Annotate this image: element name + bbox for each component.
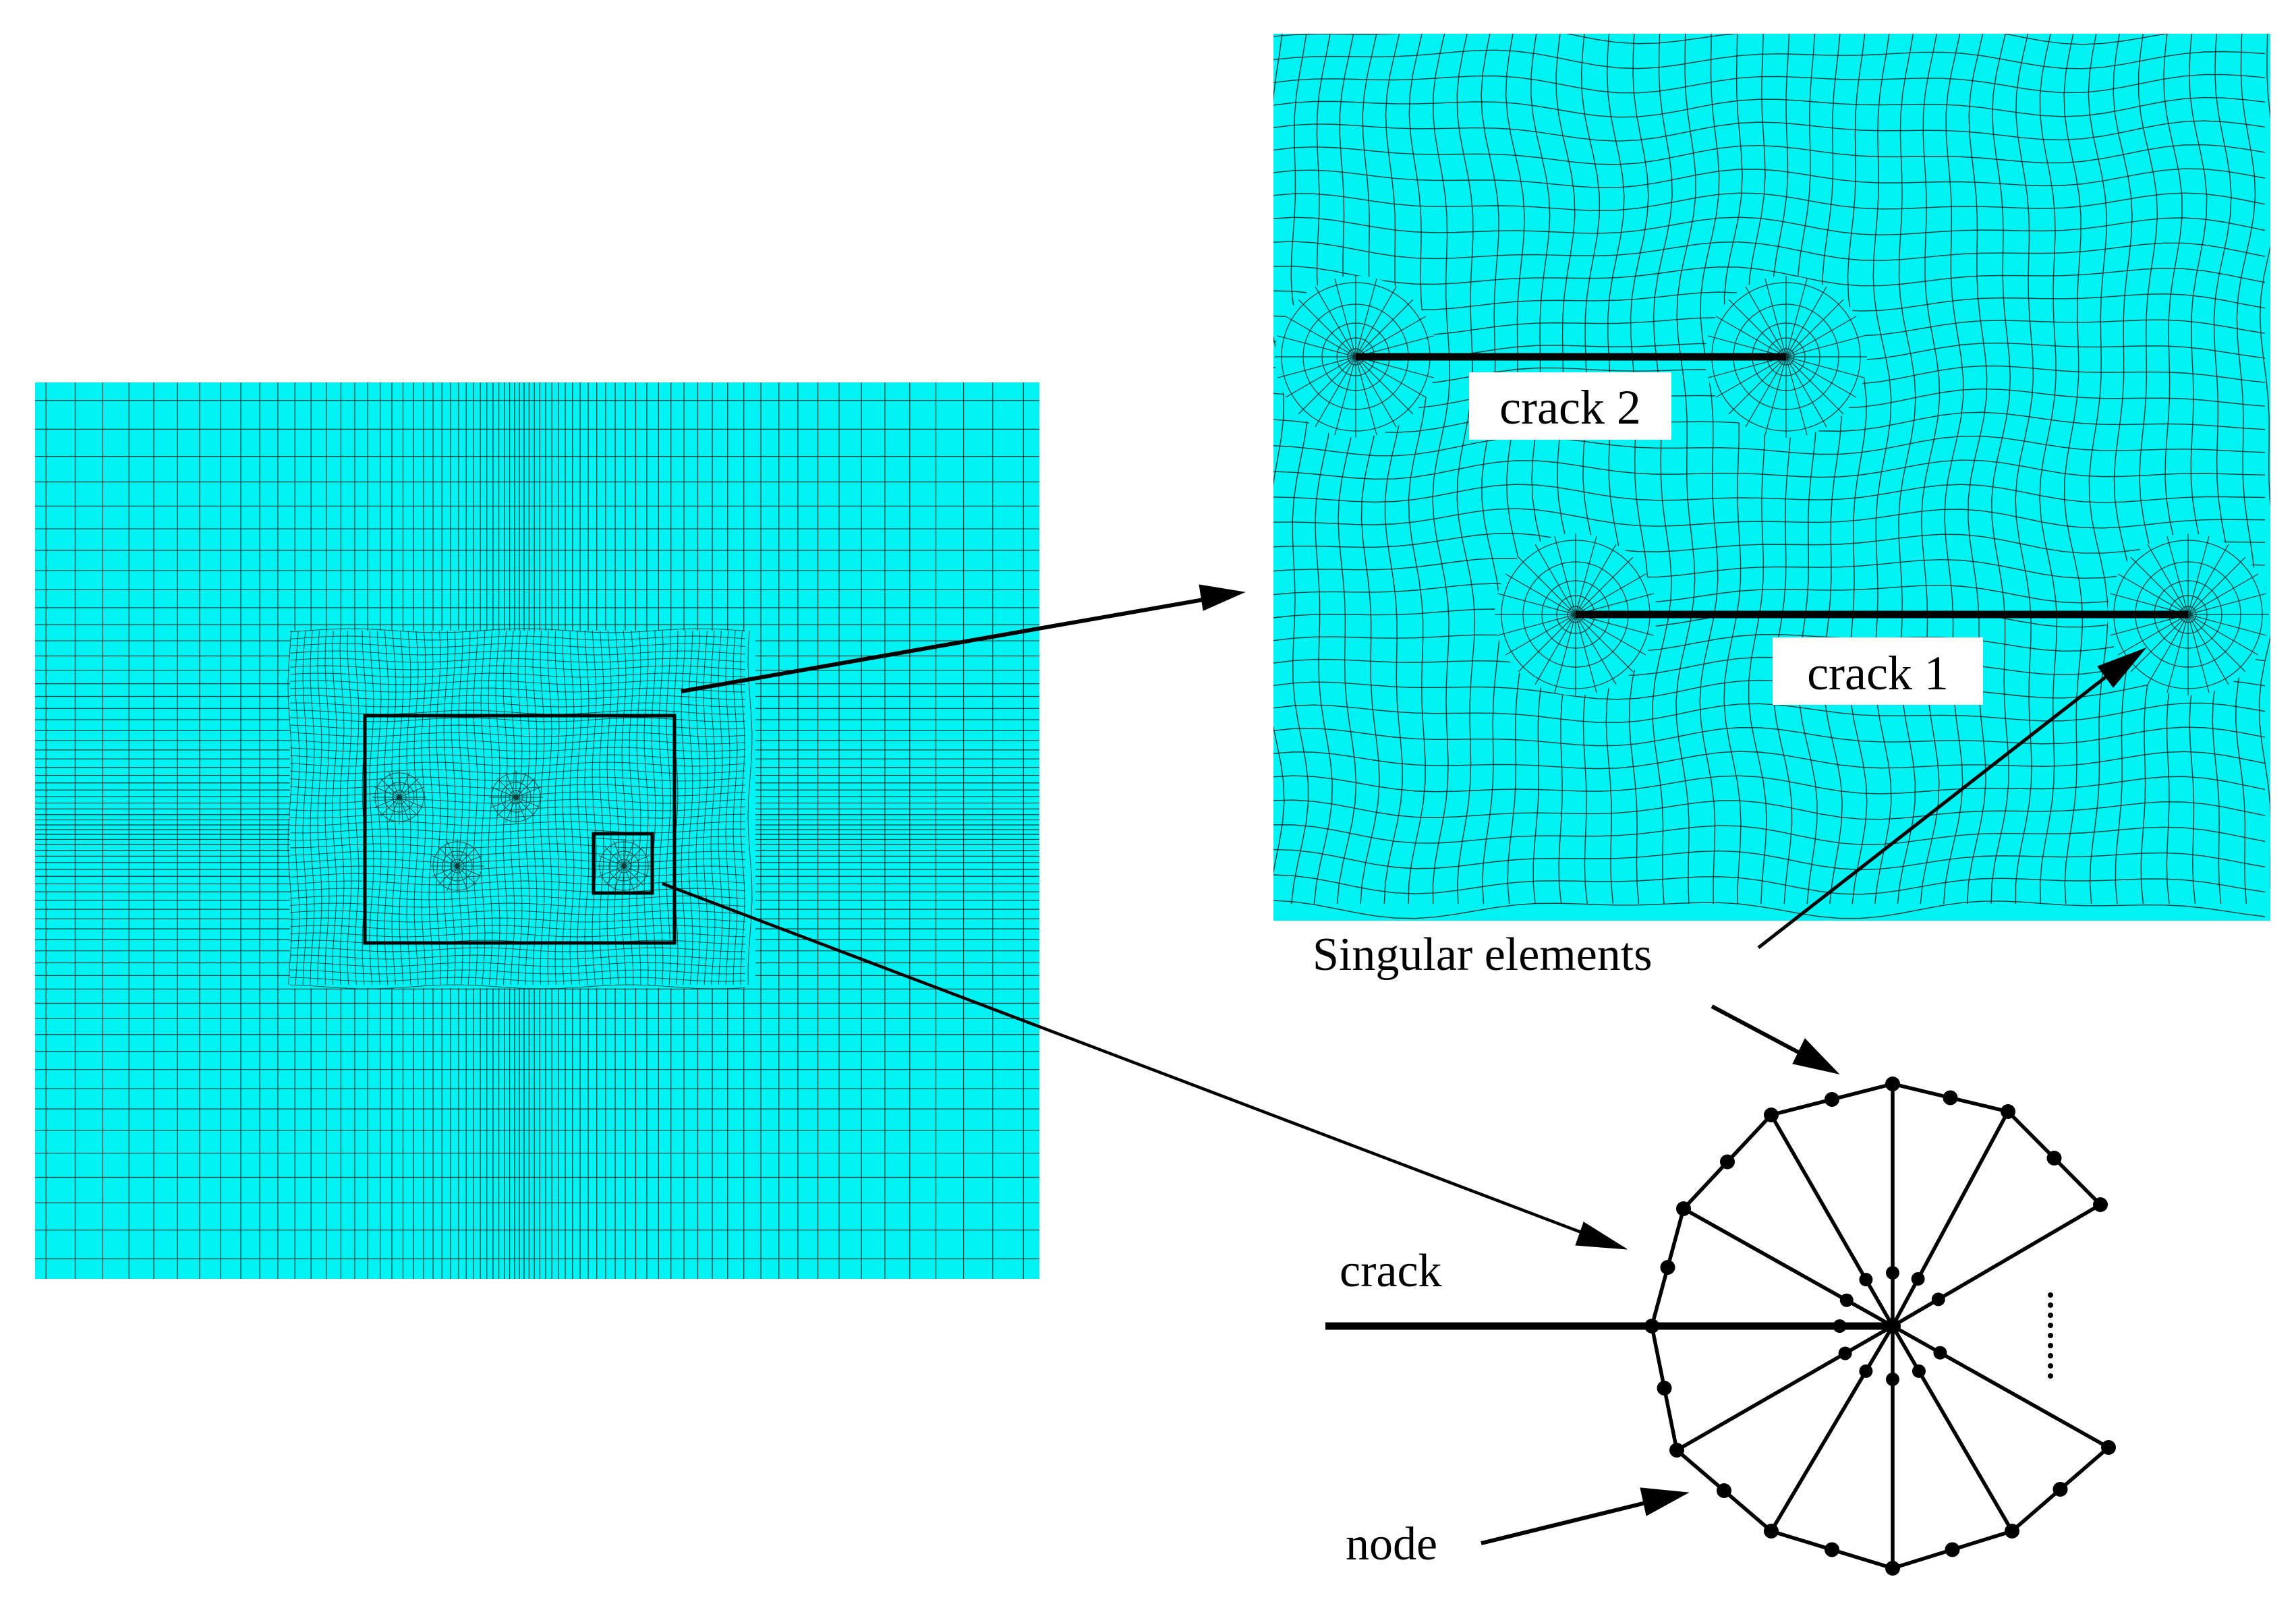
zoom-mesh-background [1273,34,2270,921]
singular-elements-label: Singular elements [1313,929,1653,981]
singular-element-detail [1325,1076,2116,1576]
global-mesh-panel [35,382,1039,1279]
zoom-region-outline [363,714,677,945]
crack-1-label: crack 1 [1807,646,1949,700]
annotation-arrows [662,584,2147,1545]
detail-nodes [1644,1076,2116,1576]
arrow-singular-to-crack1-tip [1757,647,2147,949]
tip-region-outline [592,832,654,895]
crack-2-label-box [1469,372,1671,440]
crack-1-label-box [1773,637,1983,705]
arrow-to-zoom [681,584,1246,693]
arrow-node [1481,1487,1690,1545]
continuation-dots [2048,1292,2053,1379]
crack-label: crack [1340,1245,1442,1297]
zoom-mesh-grid [1273,34,2270,919]
arrow-to-singular-detail [662,882,1628,1250]
global-crack-tip-markers [397,795,627,869]
arrow-singular-to-element [1711,1004,1840,1074]
zoom-mesh-panel: crack 2 crack 1 [1273,34,2270,921]
crack-2-label: crack 2 [1499,380,1641,434]
detail-spokes [1650,1082,2110,1570]
node-label: node [1346,1518,1437,1570]
global-mesh-refined-region [287,628,755,989]
